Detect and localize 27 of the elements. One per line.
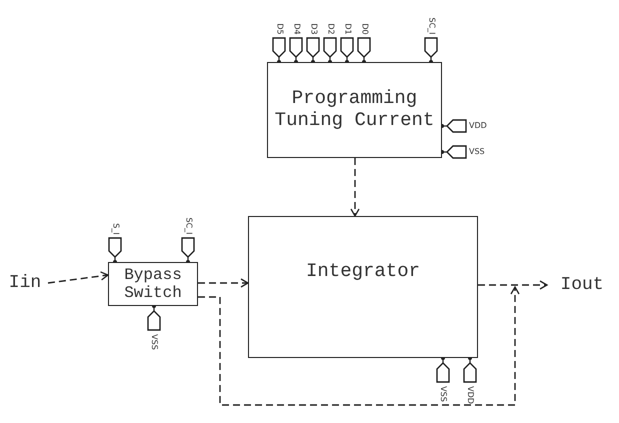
block-label: Programming Tuning Current bbox=[274, 88, 436, 132]
arrow bbox=[478, 280, 548, 290]
pin-label: VDD bbox=[469, 122, 487, 130]
pin-label: D4 bbox=[292, 22, 300, 34]
pin-label: VDD bbox=[466, 386, 474, 404]
block-box bbox=[248, 216, 478, 358]
pin-label: D5 bbox=[275, 22, 284, 34]
block-box bbox=[267, 62, 442, 158]
pin-label: D0 bbox=[360, 22, 368, 34]
block-box bbox=[108, 262, 198, 306]
pin-label: VSS bbox=[438, 386, 447, 402]
pin-label: VSS bbox=[469, 148, 485, 156]
block-label: Bypass Switch bbox=[123, 266, 183, 302]
pin-label: SC_I bbox=[184, 216, 192, 234]
arrow bbox=[198, 278, 249, 288]
signal-label: Iin bbox=[8, 272, 42, 294]
pin-label: S_I bbox=[111, 222, 120, 234]
signal-label: Iout bbox=[560, 274, 604, 296]
arrow bbox=[350, 158, 360, 217]
arrow bbox=[198, 286, 520, 406]
pin-label: D3 bbox=[309, 22, 318, 34]
pin-label: D2 bbox=[326, 22, 334, 34]
arrow bbox=[48, 271, 109, 284]
pin-label: SC_I bbox=[427, 16, 436, 34]
pin-label: VSS bbox=[150, 334, 158, 350]
block-label: Integrator bbox=[306, 261, 420, 283]
pin-label: D1 bbox=[343, 22, 352, 34]
